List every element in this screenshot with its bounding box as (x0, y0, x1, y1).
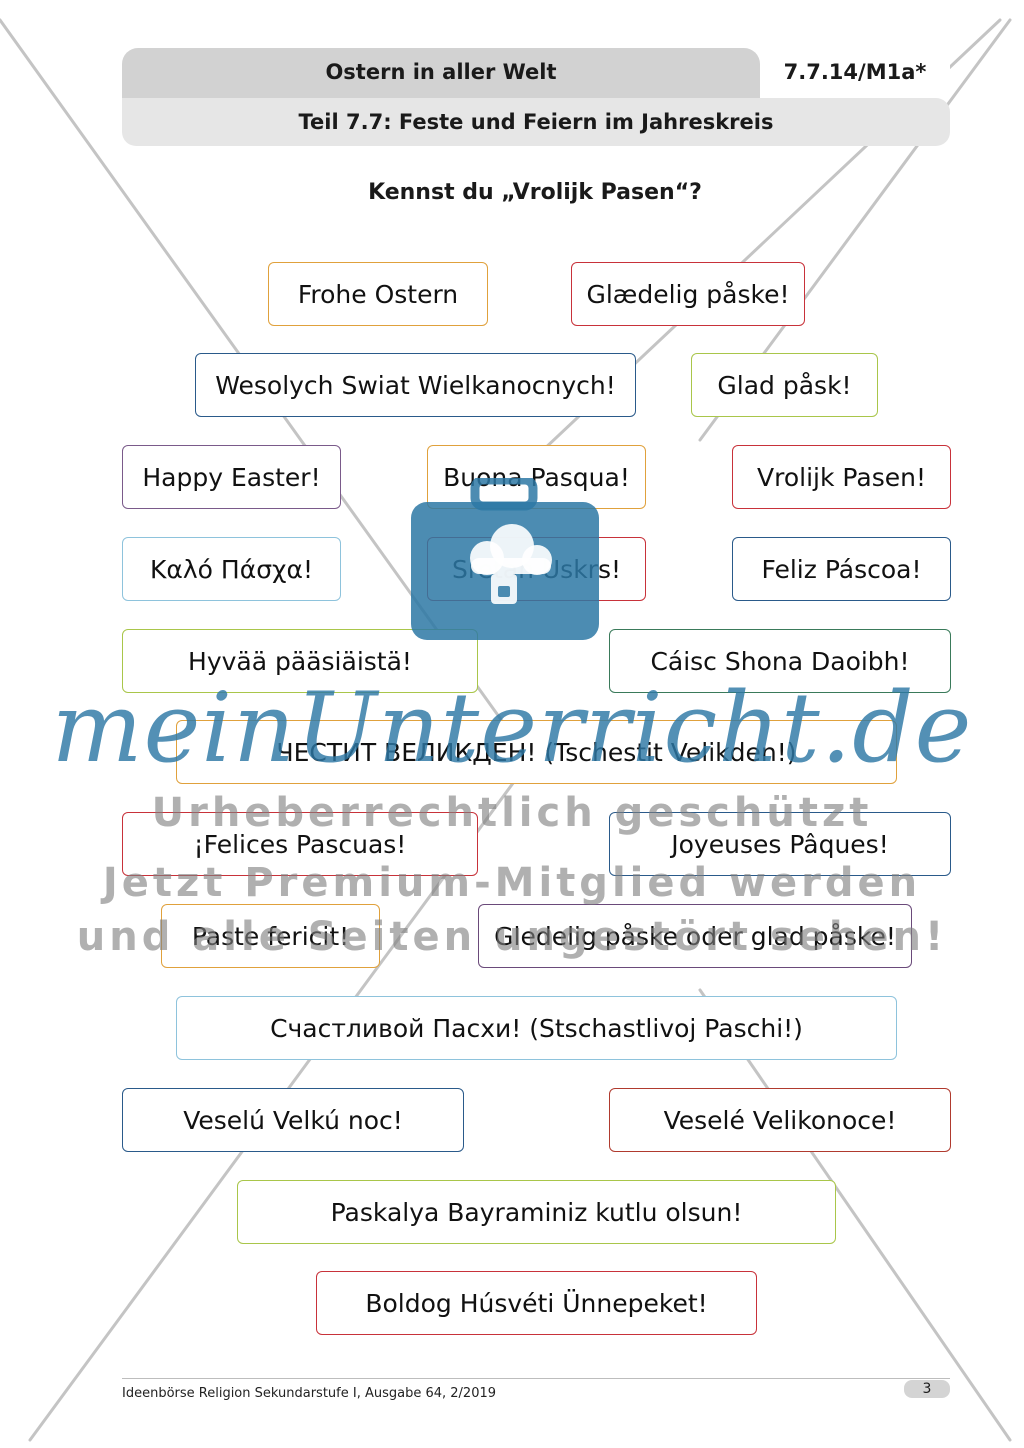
greeting-card: Veselé Velikonoce! (609, 1088, 951, 1152)
greeting-card: Καλό Πάσχα! (122, 537, 341, 601)
watermark-line-2: Jetzt Premium-Mitglied werden (102, 860, 922, 906)
footer-rule (122, 1378, 950, 1379)
greeting-card: Joyeuses Pâques! (609, 812, 951, 876)
greeting-card: Glædelig påske! (571, 262, 805, 326)
greeting-card: Vrolijk Pasen! (732, 445, 951, 509)
page-number: 3 (904, 1380, 950, 1398)
greeting-card: Paskalya Bayraminiz kutlu olsun! (237, 1180, 836, 1244)
greeting-card: Glad påsk! (691, 353, 878, 417)
greeting-card: Boldog Húsvéti Ünnepeket! (316, 1271, 757, 1335)
greeting-card: ЧЕСТИТ ВЕЛИКДЕН! (Tschestit Velikden!) (176, 720, 897, 784)
header-title: Ostern in aller Welt (325, 60, 557, 84)
greeting-card: Paste fericit! (161, 904, 380, 968)
watermark-brand: meinUnterricht.de (51, 672, 973, 784)
question-heading: Kennst du „Vrolijk Pasen“? (368, 180, 702, 205)
greeting-card: Hyvää pääsiäistä! (122, 629, 478, 693)
header-subtitle-bar (122, 98, 950, 146)
greeting-card: ¡Felices Pascuas! (122, 812, 478, 876)
header-ref-cell (760, 48, 950, 98)
header-title-bar (122, 48, 760, 98)
watermark-line-3: und alle Seiten ungestört sehen! (76, 914, 948, 960)
greeting-card: Cáisc Shona Daoibh! (609, 629, 951, 693)
briefcase-cloud-icon (411, 478, 599, 640)
greeting-card: Veselú Velkú noc! (122, 1088, 464, 1152)
greeting-card: Happy Easter! (122, 445, 341, 509)
greeting-card: Gledelig påske oder glad påske! (478, 904, 912, 968)
footer-citation: Ideenbörse Religion Sekundarstufe I, Aus… (122, 1386, 497, 1401)
watermark-line-1: Urheberrechtlich geschützt (151, 790, 873, 836)
greeting-card: Feliz Páscoa! (732, 537, 951, 601)
header-ref: 7.7.14/M1a* (783, 60, 927, 84)
greeting-card: Frohe Ostern (268, 262, 488, 326)
header-subtitle: Teil 7.7: Feste und Feiern im Jahreskrei… (298, 110, 774, 134)
greeting-card: Счастливой Пасхи! (Stschastlivoj Paschi!… (176, 996, 897, 1060)
greeting-card: Wesolych Swiat Wielkanocnych! (195, 353, 636, 417)
